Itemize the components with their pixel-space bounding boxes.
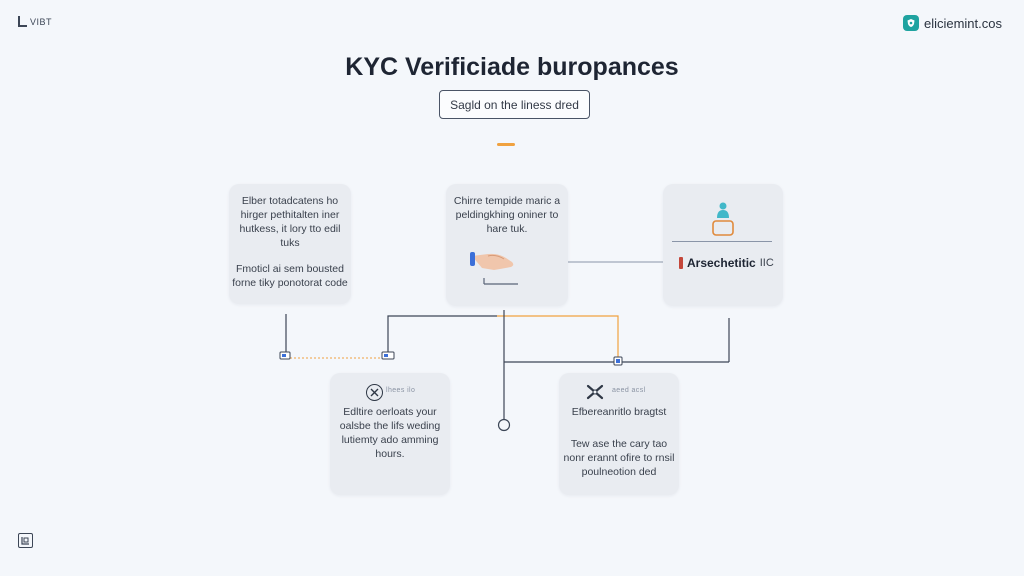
card-2[interactable]: Chirre tempide maric a peldingkhing onin… bbox=[446, 184, 568, 306]
user-bucket-icon bbox=[712, 202, 734, 236]
card-5-text-2: Tew ase the cary tao nonr erannt ofire t… bbox=[563, 438, 675, 478]
card-5-text: Efbereanritlo bragtst bbox=[571, 406, 667, 418]
card-1-text: Elber totadcatens ho hirger pethitalten … bbox=[239, 195, 341, 249]
tools-x-icon bbox=[586, 384, 604, 400]
card-1-text-2: Fmoticl ai sem bousted forne tiky ponoto… bbox=[232, 263, 348, 289]
connector-end-node bbox=[497, 418, 511, 432]
card-1[interactable]: Elber totadcatens ho hirger pethitalten … bbox=[229, 184, 351, 304]
card-3-label-main: Arsechetitic bbox=[687, 256, 756, 270]
card-5[interactable] bbox=[559, 373, 679, 495]
card-3-label-tail: IIC bbox=[759, 257, 774, 269]
page-title: KYC Verificiade buropances bbox=[345, 53, 679, 81]
card-2-text: Chirre tempide maric a peldingkhing onin… bbox=[453, 195, 561, 235]
accent-dash bbox=[497, 143, 515, 146]
card-4-tag: lhees ilo bbox=[386, 387, 416, 394]
plane-badge-icon bbox=[366, 384, 383, 401]
subtitle-box[interactable]: Sagld on the liness dred bbox=[439, 90, 590, 119]
brand-left: VIBT bbox=[18, 16, 52, 27]
brand-left-text: VIBT bbox=[30, 16, 53, 27]
card-5-tag: aeed acsl bbox=[612, 387, 646, 394]
label-tick-icon bbox=[679, 257, 683, 269]
brand-right[interactable]: eliciemint.cos bbox=[902, 15, 1002, 31]
corner-icon[interactable] bbox=[18, 533, 33, 548]
card-3-divider bbox=[672, 241, 772, 242]
card-4-text: Edltire oerloats your oalsbe the lifs we… bbox=[339, 406, 441, 460]
brand-right-text: eliciemint.cos bbox=[923, 15, 1002, 31]
card-3-label: Arsechetitic IIC bbox=[679, 256, 774, 270]
shield-logo-icon bbox=[902, 15, 919, 31]
connector-line bbox=[387, 315, 497, 352]
brand-left-icon bbox=[18, 16, 27, 27]
connector-node bbox=[282, 354, 286, 357]
hand-icon bbox=[470, 252, 518, 285]
connector-line bbox=[497, 315, 619, 358]
connector-node bbox=[616, 359, 620, 363]
connector-node bbox=[384, 354, 388, 357]
card-4[interactable] bbox=[330, 373, 450, 495]
